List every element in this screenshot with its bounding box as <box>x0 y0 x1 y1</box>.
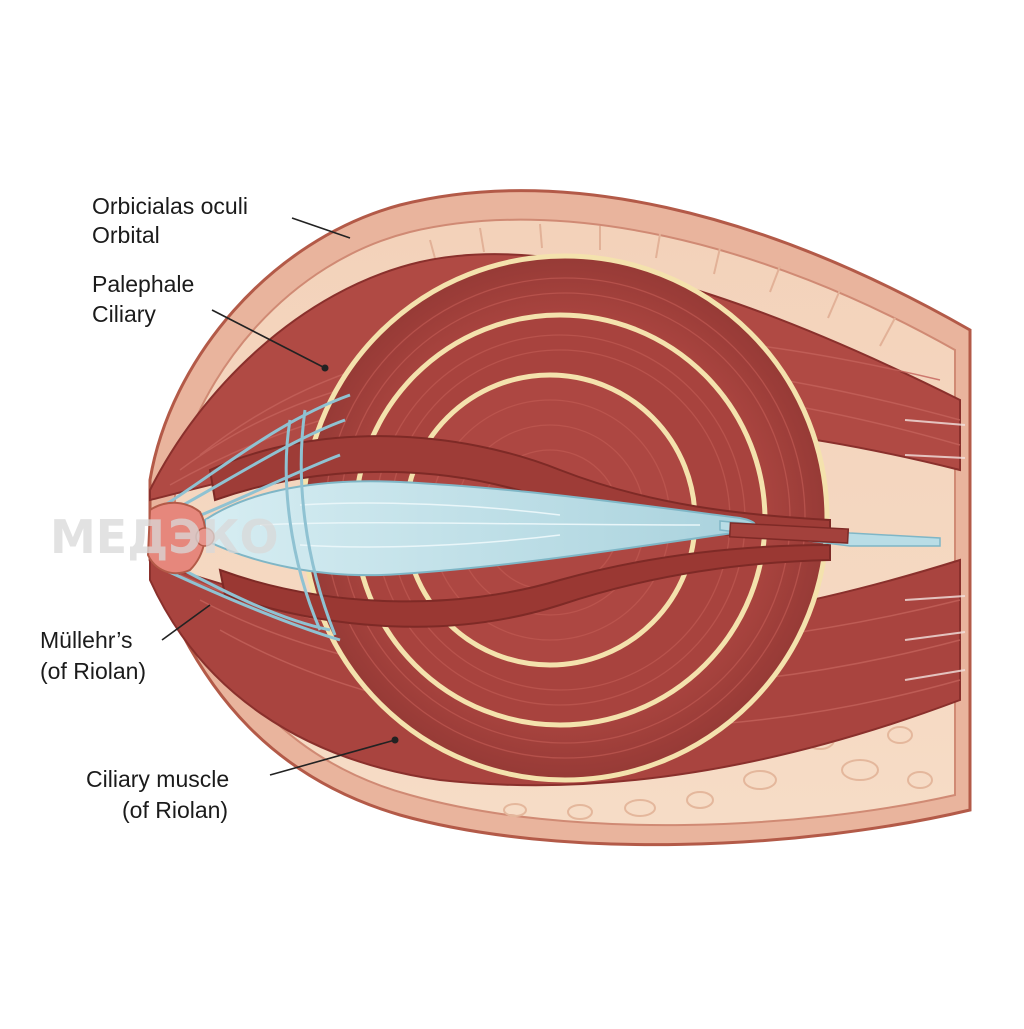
leader-dot-palpebral <box>321 364 329 372</box>
leader-palpebral <box>211 309 326 369</box>
tarsal-texture <box>259 502 701 548</box>
leader-orbicularis <box>291 217 351 239</box>
fat-striations-top <box>429 223 896 347</box>
lash-follicle <box>195 527 215 547</box>
leader-lines <box>161 217 396 776</box>
label-ciliary-line1: Ciliary muscle <box>86 766 229 792</box>
label-muller-line2: (of Riolan) <box>40 658 146 684</box>
lower-crossing-strand <box>218 543 831 628</box>
label-muller-line1: Müllehr’s <box>40 627 132 653</box>
leader-ciliary <box>269 739 396 776</box>
label-palpebral-line2: Ciliary <box>92 301 156 327</box>
label-orbicularis-line2: Orbital <box>92 222 160 248</box>
tendon-band <box>728 522 850 544</box>
leader-dot-ciliary <box>391 736 399 744</box>
leader-muller <box>161 604 211 641</box>
label-ciliary-line2: (of Riolan) <box>122 797 228 823</box>
label-orbicularis-line1: Orbicialas oculi <box>92 193 248 219</box>
right-fiber-ends <box>904 419 966 681</box>
watermark-text: МЕДЭКО <box>50 510 279 564</box>
label-palpebral-line1: Palephale <box>92 271 194 297</box>
